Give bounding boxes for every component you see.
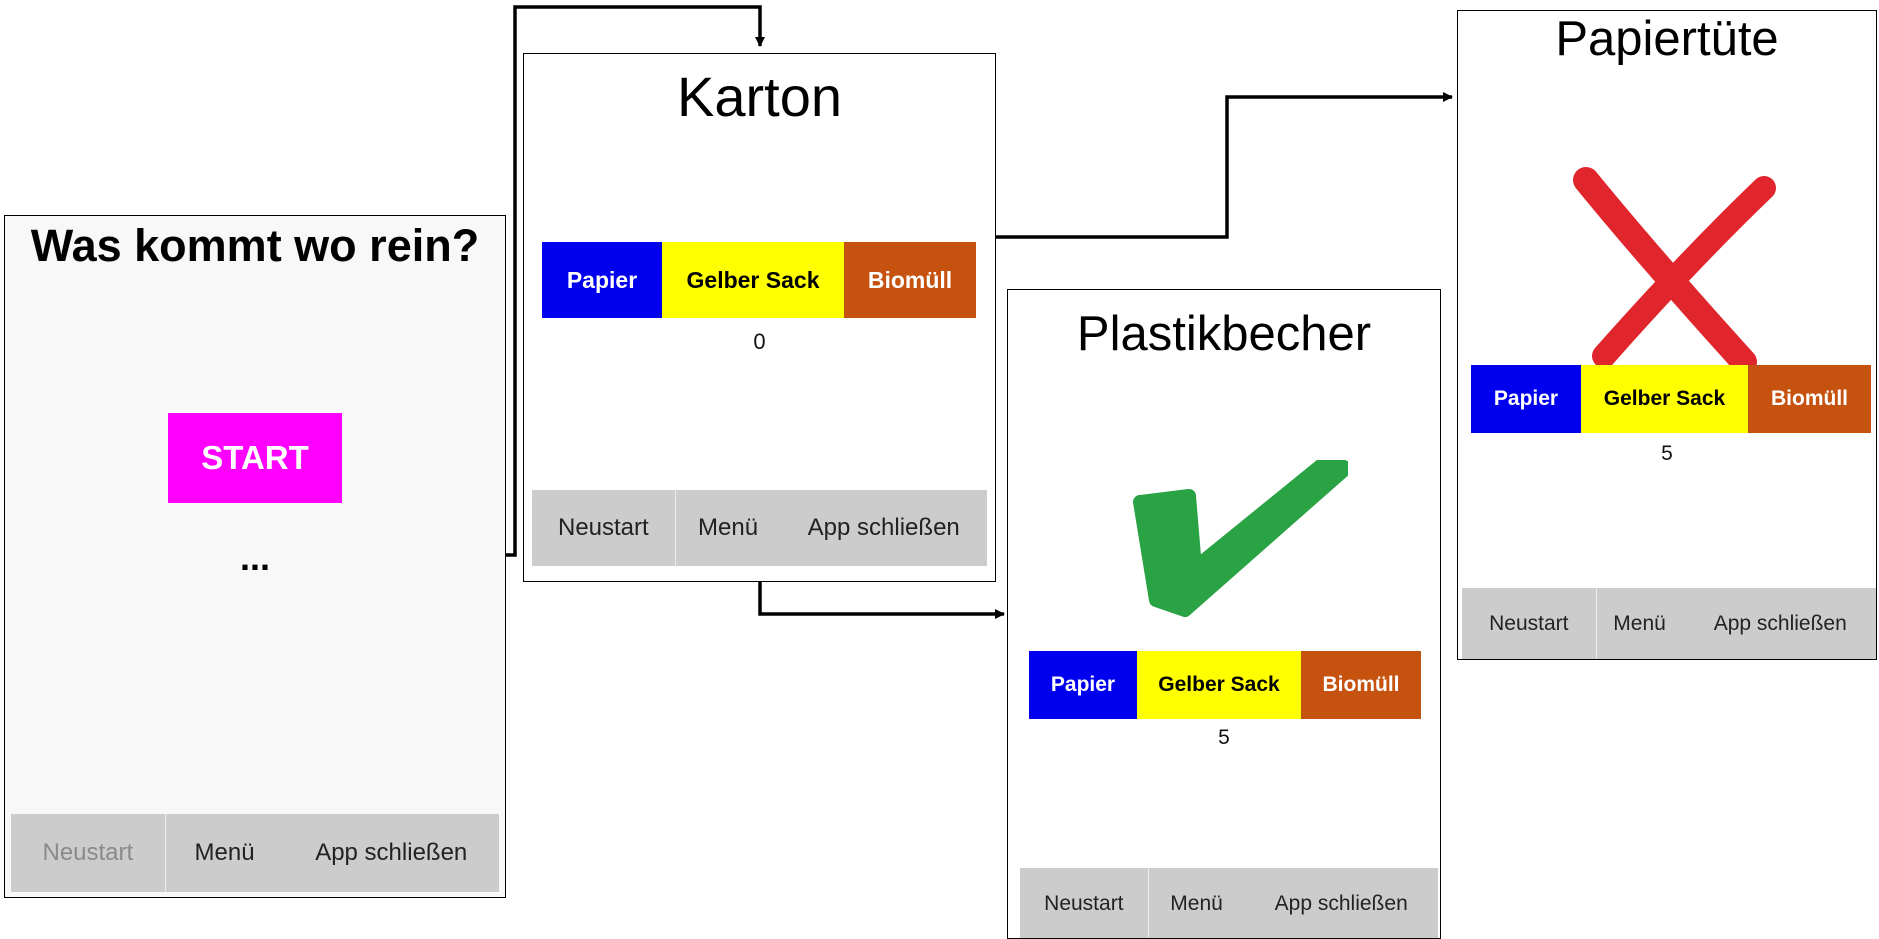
menu-button[interactable]: Menü: [1170, 892, 1223, 915]
arrow-karton-to-papiertuete: [996, 92, 1453, 239]
bin-buttons: Papier Gelber Sack Biomüll: [1029, 651, 1421, 719]
bin-buttons: Papier Gelber Sack Biomüll: [1471, 365, 1871, 433]
score-value: 0: [753, 329, 766, 354]
bottom-bar: Neustart Menü App schließen: [11, 814, 499, 892]
biomuell-bin-button[interactable]: Biomüll: [844, 242, 976, 318]
start-button[interactable]: START: [168, 413, 342, 503]
biomuell-bin-button[interactable]: Biomüll: [1748, 365, 1871, 433]
restart-button[interactable]: Neustart: [11, 814, 166, 892]
bottom-bar: Neustart Menü App schließen: [1462, 588, 1876, 659]
arrow-karton-to-plastik: [758, 582, 1005, 619]
item-title: Karton: [677, 65, 842, 128]
gelber-sack-bin-button[interactable]: Gelber Sack: [1137, 651, 1301, 719]
close-app-button[interactable]: App schließen: [1713, 612, 1847, 635]
karton-screen: Karton Papier Gelber Sack Biomüll 0 Neus…: [523, 53, 996, 582]
check-mark-icon: [1133, 460, 1348, 617]
menu-button[interactable]: Menü: [698, 514, 759, 541]
score-value: 5: [1661, 442, 1673, 465]
papiertuete-screen: Papiertüte Papier Gelber Sack Biomüll 5 …: [1457, 10, 1877, 660]
close-app-button[interactable]: App schließen: [1274, 892, 1408, 915]
restart-button[interactable]: Neustart: [1020, 868, 1149, 938]
bin-buttons: Papier Gelber Sack Biomüll: [542, 242, 976, 318]
menu-button[interactable]: Menü: [1613, 612, 1666, 635]
plastikbecher-screen: Plastikbecher Papier Gelber Sack Biomüll…: [1007, 289, 1441, 939]
bottom-bar: Neustart Menü App schließen: [532, 490, 987, 566]
papier-bin-button[interactable]: Papier: [542, 242, 662, 318]
restart-button[interactable]: Neustart: [532, 490, 676, 566]
loading-dots: ...: [239, 537, 270, 578]
bottom-bar: Neustart Menü App schließen: [1020, 868, 1438, 938]
close-app-button[interactable]: App schließen: [315, 839, 468, 866]
score-value: 5: [1218, 726, 1230, 749]
gelber-sack-bin-button[interactable]: Gelber Sack: [1581, 365, 1748, 433]
menu-button[interactable]: Menü: [194, 839, 255, 866]
papier-bin-button[interactable]: Papier: [1029, 651, 1137, 719]
page-title: Was kommt wo rein?: [30, 220, 480, 271]
item-title: Plastikbecher: [1076, 307, 1372, 361]
papier-bin-button[interactable]: Papier: [1471, 365, 1581, 433]
restart-button[interactable]: Neustart: [1462, 588, 1597, 659]
biomuell-bin-button[interactable]: Biomüll: [1301, 651, 1421, 719]
close-app-button[interactable]: App schließen: [807, 514, 960, 541]
gelber-sack-bin-button[interactable]: Gelber Sack: [662, 242, 844, 318]
item-title: Papiertüte: [1555, 12, 1779, 66]
cross-mark-icon: [1573, 167, 1776, 371]
start-screen: Was kommt wo rein? START ... Neustart Me…: [4, 215, 506, 898]
